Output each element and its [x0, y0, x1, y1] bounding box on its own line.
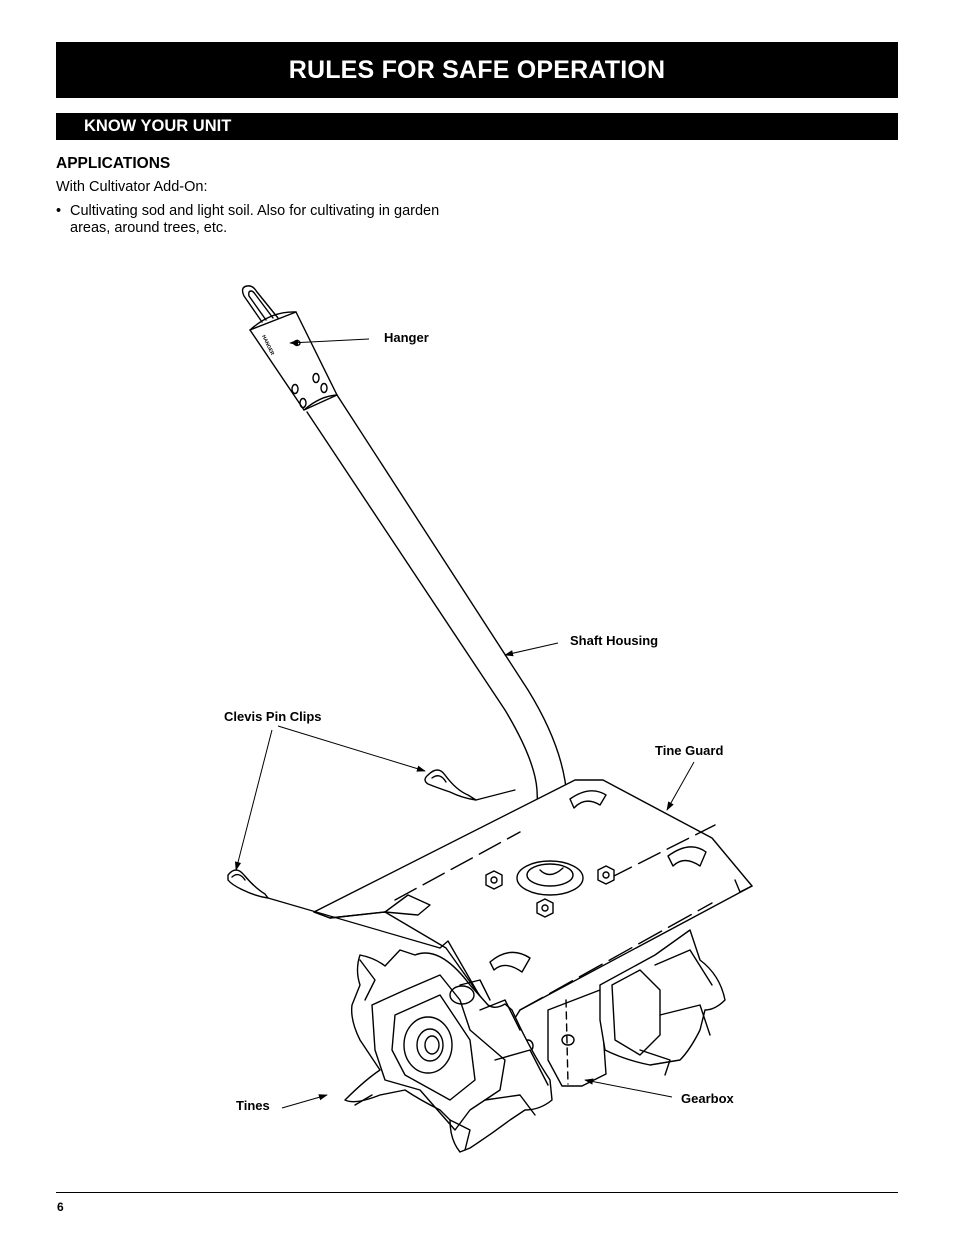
page-title-bar: RULES FOR SAFE OPERATION [56, 42, 898, 98]
bolt [597, 865, 615, 885]
clevis-pin-clips-label: Clevis Pin Clips [224, 709, 322, 724]
hanger-sleeve [249, 311, 338, 411]
gearbox-label: Gearbox [681, 1091, 734, 1106]
shaft-housing-tube [303, 394, 568, 871]
bolt [485, 870, 503, 890]
page-number: 6 [57, 1200, 64, 1214]
left-tine [344, 949, 553, 1153]
applications-heading: APPLICATIONS [56, 155, 171, 172]
applications-intro: With Cultivator Add-On: [56, 179, 208, 195]
applications-bullet: • Cultivating sod and light soil. Also f… [56, 203, 446, 237]
hanger-label: Hanger [384, 330, 429, 345]
clevis-pin-clip [227, 869, 269, 899]
shaft-housing-label: Shaft Housing [570, 633, 659, 648]
tines-label: Tines [236, 1098, 270, 1113]
clevis-pin-clip [424, 769, 477, 801]
clevis-pin-axis [267, 897, 441, 949]
shaft-collar [516, 860, 584, 896]
bullet-text: Cultivating sod and light soil. Also for… [70, 203, 440, 236]
tine-guard-label: Tine Guard [655, 743, 724, 758]
callout-leaders [234, 338, 695, 1109]
page-title: RULES FOR SAFE OPERATION [288, 55, 666, 84]
bullet-dot: • [56, 203, 62, 219]
hanger-loop [241, 285, 279, 323]
footer-rule [56, 1192, 898, 1193]
section-title: KNOW YOUR UNIT [84, 117, 232, 135]
bolt [536, 898, 554, 918]
right-tine [599, 929, 726, 1076]
section-header-bar: KNOW YOUR UNIT [56, 113, 898, 140]
